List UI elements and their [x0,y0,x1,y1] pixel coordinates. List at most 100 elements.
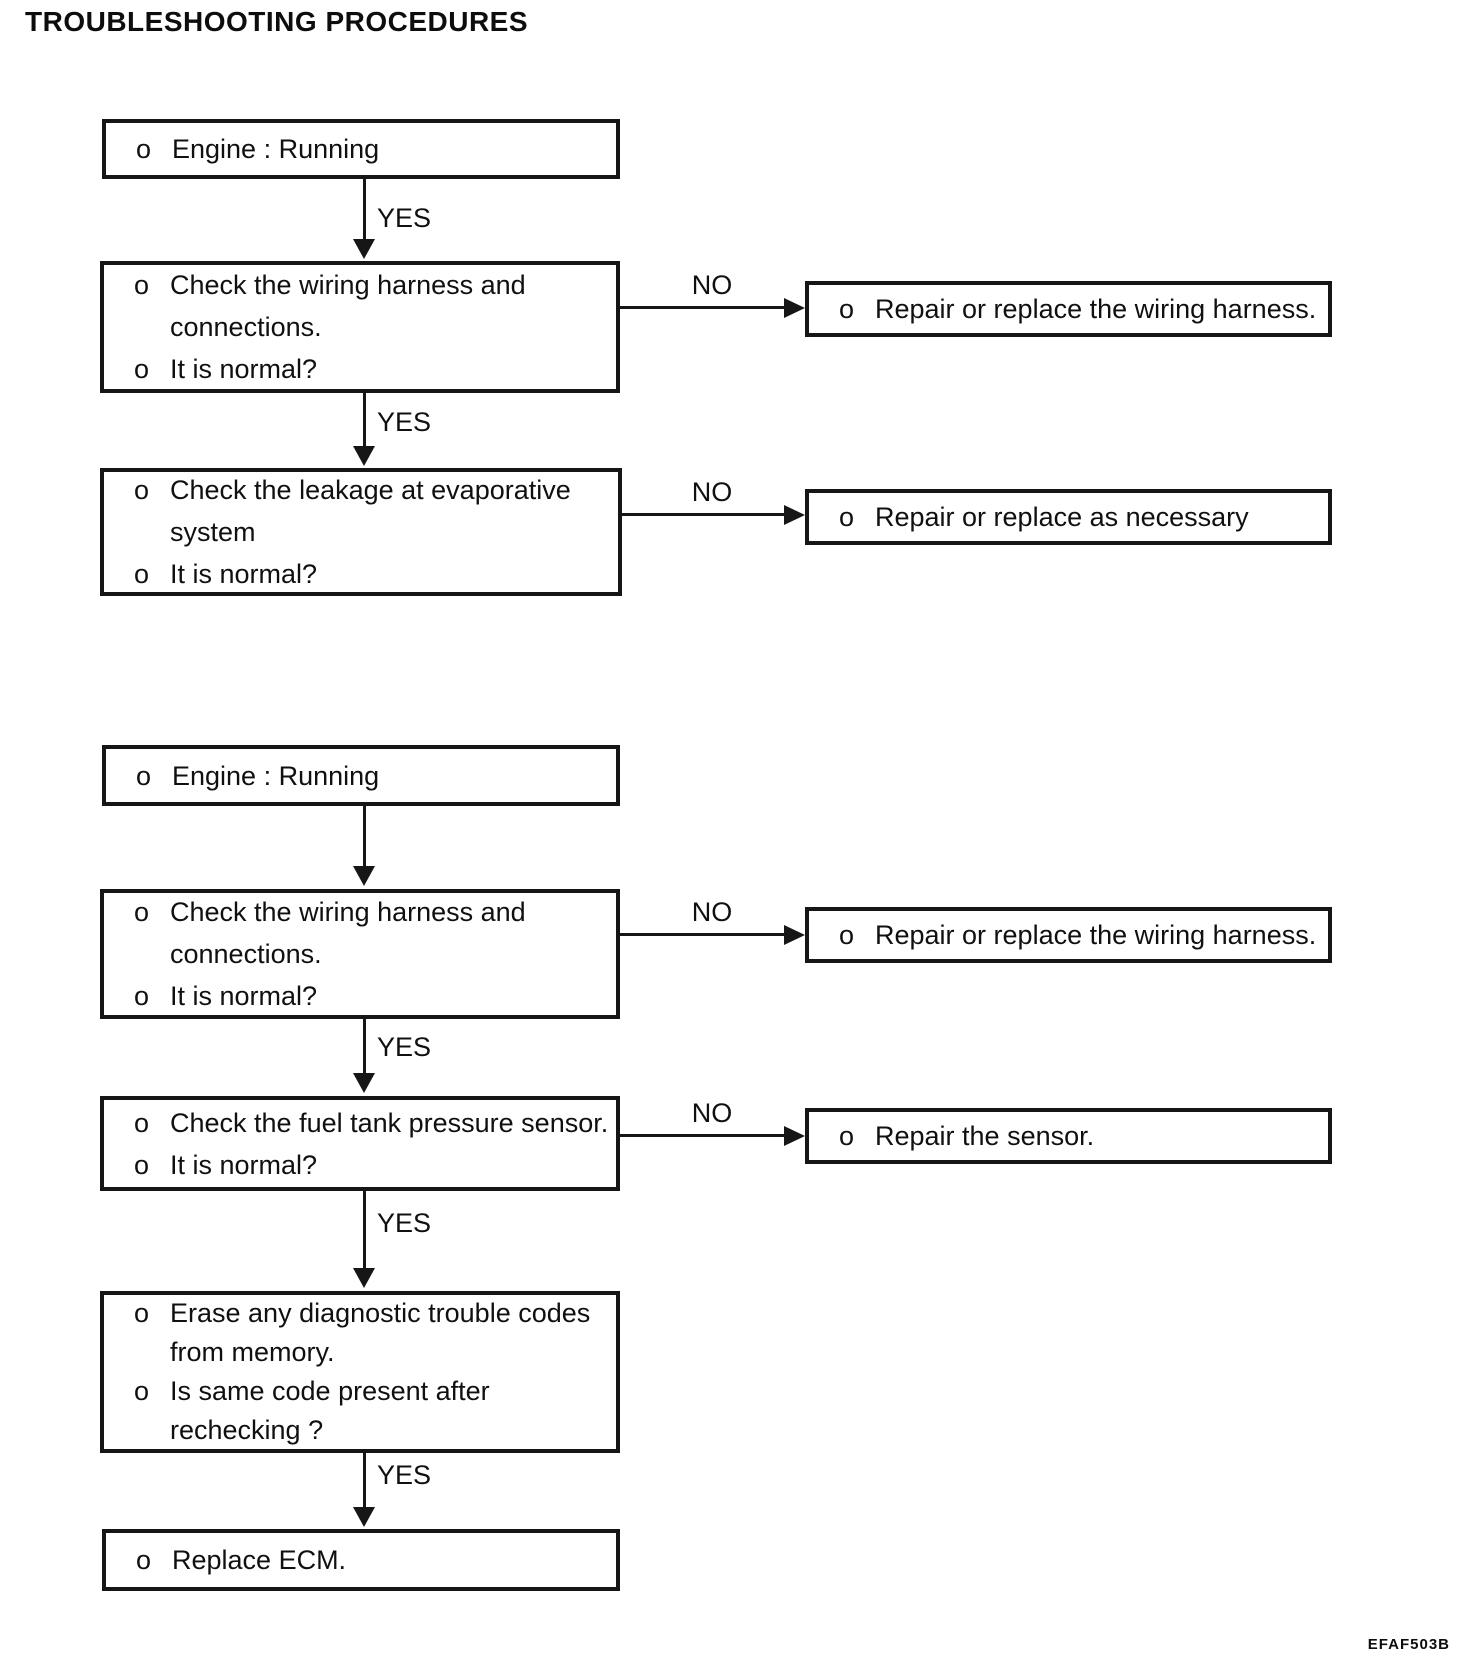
box-line: o Engine : Running [106,755,616,797]
yes-arrow-4-line [363,1191,366,1269]
box-text: Replace ECM. [172,1545,347,1575]
down-arrow-line [363,806,366,867]
no-arrow-3-line [620,933,785,936]
box-text: system [170,517,256,547]
yes-label-4: YES [377,1208,432,1238]
box-text: It is normal? [170,559,318,589]
yes-arrow-5-head [353,1507,375,1527]
no-label-4: NO [691,1098,733,1128]
box-line: o Repair or replace the wiring harness. [809,914,1328,956]
no-label-1: NO [691,270,733,300]
yes-arrow-2-head [353,446,375,466]
no-arrow-4-line [620,1134,785,1137]
box-text: rechecking ? [170,1415,324,1445]
box-line: o It is normal? [104,975,616,1017]
bullet: o [839,502,855,532]
bullet: o [136,1545,152,1575]
box-text: Repair or replace the wiring harness. [875,920,1317,950]
bullet: o [839,1121,855,1151]
box-line: o Repair or replace the wiring harness. [809,288,1328,330]
box-line: o Erase any diagnostic trouble codes [104,1294,616,1333]
box-line: o It is normal? [104,1144,616,1186]
flow1-action1-box: o Repair or replace the wiring harness. [805,281,1332,337]
box-line: o Engine : Running [106,128,616,170]
box-line: o It is normal? [104,553,618,595]
flow2-step1-box: o Engine : Running [102,745,620,806]
box-line: rechecking ? [104,1411,616,1450]
box-text: Repair or replace the wiring harness. [875,294,1317,324]
yes-arrow-3-head [353,1073,375,1093]
box-text: Check the leakage at evaporative [170,475,571,505]
bullet: o [134,897,150,927]
flow2-step3-box: o Check the fuel tank pressure sensor. o… [100,1096,620,1191]
bullet: o [136,134,152,164]
yes-arrow-1-head [353,239,375,259]
box-line: o Replace ECM. [106,1539,616,1581]
box-line: o Is same code present after [104,1372,616,1411]
no-arrow-2-line [622,513,785,516]
no-arrow-1-line [620,306,785,309]
yes-arrow-1-line [363,179,366,241]
yes-arrow-5-line [363,1453,366,1508]
box-line: system [104,511,618,553]
down-arrow-head [353,866,375,886]
box-line: o Check the wiring harness and [104,264,616,306]
box-line: o Check the fuel tank pressure sensor. [104,1102,616,1144]
bullet: o [134,559,150,589]
no-label-3: NO [691,897,733,927]
box-text: It is normal? [170,1149,318,1180]
box-text: connections. [170,939,322,969]
bullet: o [134,270,150,300]
box-text: Erase any diagnostic trouble codes [170,1298,591,1328]
no-arrow-2-head [784,505,805,525]
no-label-2: NO [691,477,733,507]
bullet: o [839,294,855,324]
yes-arrow-2-line [363,393,366,446]
yes-label-5: YES [377,1460,432,1490]
no-arrow-4-head [784,1126,805,1146]
bullet: o [134,1298,150,1328]
bullet: o [839,920,855,950]
flow2-action2-box: o Repair the sensor. [805,1108,1332,1164]
flow2-step2-box: o Check the wiring harness and connectio… [100,889,620,1019]
box-line: o Repair the sensor. [809,1115,1328,1157]
yes-label-1: YES [377,203,432,233]
box-line: connections. [104,933,616,975]
box-text: Is same code present after [170,1376,490,1406]
flow1-action2-box: o Repair or replace as necessary [805,489,1332,545]
figure-code: EFAF503B [1367,1636,1450,1653]
yes-arrow-4-head [353,1268,375,1288]
bullet: o [134,1376,150,1406]
bullet: o [134,1149,150,1180]
box-text: Engine : Running [172,760,380,791]
box-text: connections. [170,312,322,342]
box-text: from memory. [170,1337,335,1367]
box-line: o It is normal? [104,348,616,390]
box-text: Repair the sensor. [875,1121,1095,1151]
box-text: Check the fuel tank pressure sensor. [170,1107,609,1138]
no-arrow-3-head [784,925,805,945]
box-text: Repair or replace as necessary [875,502,1249,532]
box-text: Engine : Running [172,134,380,164]
box-line: o Check the leakage at evaporative [104,469,618,511]
box-line: o Check the wiring harness and [104,891,616,933]
flow1-step3-box: o Check the leakage at evaporative syste… [100,468,622,596]
flow2-action1-box: o Repair or replace the wiring harness. [805,907,1332,963]
flow1-step1-box: o Engine : Running [102,119,620,179]
box-text: Check the wiring harness and [170,270,526,300]
bullet: o [134,1107,150,1138]
box-line: o Repair or replace as necessary [809,496,1328,538]
yes-label-2: YES [377,407,432,437]
page-title: TROUBLESHOOTING PROCEDURES [25,6,529,37]
yes-label-3: YES [377,1032,432,1062]
box-line: from memory. [104,1333,616,1372]
flow2-step5-box: o Replace ECM. [102,1529,620,1591]
flow2-step4-box: o Erase any diagnostic trouble codes fro… [100,1291,620,1453]
box-line: connections. [104,306,616,348]
bullet: o [134,475,150,505]
bullet: o [134,354,150,384]
flow1-step2-box: o Check the wiring harness and connectio… [100,261,620,393]
yes-arrow-3-line [363,1019,366,1074]
no-arrow-1-head [784,298,805,318]
